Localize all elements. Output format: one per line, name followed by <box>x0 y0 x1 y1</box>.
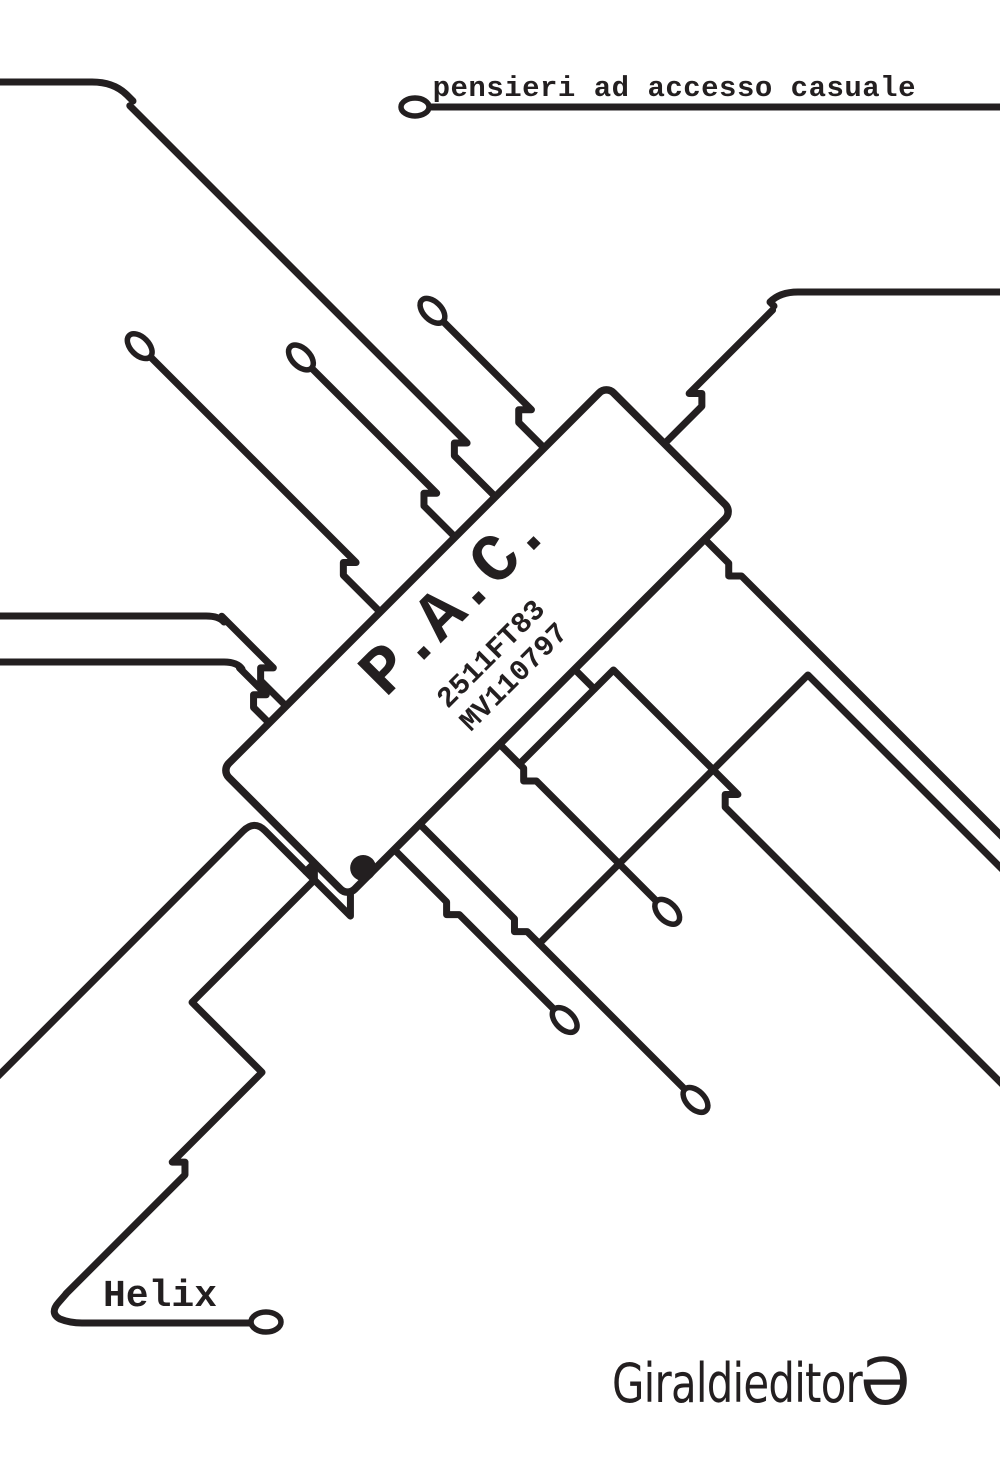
trace-pad-m3 <box>397 802 689 1093</box>
publisher-logo-text: Giraldieditor <box>612 1352 863 1415</box>
publisher-logo-final-glyph: Ə <box>860 1346 910 1420</box>
trace-left-edge-stub-upper <box>0 612 228 626</box>
trace-right-edge-stub <box>766 288 1000 310</box>
trace-chevron2 <box>535 671 1000 987</box>
trace-top-left-diagonal <box>126 102 518 519</box>
trace-pad-m2 <box>372 827 558 1013</box>
trace-pad-m1 <box>477 722 661 905</box>
trace-helix-bottom <box>50 1290 256 1327</box>
publisher-logo: Giraldieditor Ə <box>612 1346 910 1420</box>
author-name: Helix <box>103 1275 217 1318</box>
trace-top-left-stub <box>0 78 137 105</box>
pad-b-icon <box>417 295 448 326</box>
pad-a-icon <box>285 342 317 373</box>
chip-pin1-dot <box>350 854 377 881</box>
pad-m3-icon <box>680 1084 711 1116</box>
trace-right-edge-diagonal <box>650 306 777 458</box>
trace-helix-zigzag <box>62 847 330 1298</box>
trace-left-exit-diagonal <box>0 821 354 1139</box>
chip-body <box>222 386 732 896</box>
solder-pads-rotated <box>124 295 711 1116</box>
trace-left-upper-diagonal <box>218 612 313 733</box>
pad-m1-icon <box>652 896 683 927</box>
trace-pad-a <box>308 364 477 559</box>
trace-left-edge-stub-lower <box>0 658 246 673</box>
pad-m2-icon <box>549 1004 580 1036</box>
trace-chip-right-exit <box>682 517 1000 921</box>
subtitle: pensieri ad accesso casuale <box>433 72 916 105</box>
trace-pad-c <box>146 353 403 634</box>
subtitle-pad-icon <box>398 95 432 119</box>
circuit-traces-screen <box>0 78 1000 1327</box>
trace-pad-b <box>439 317 567 470</box>
trace-chevron1 <box>515 666 1000 1094</box>
pad-c-icon <box>124 331 155 362</box>
helix-pad-icon <box>248 1309 284 1335</box>
